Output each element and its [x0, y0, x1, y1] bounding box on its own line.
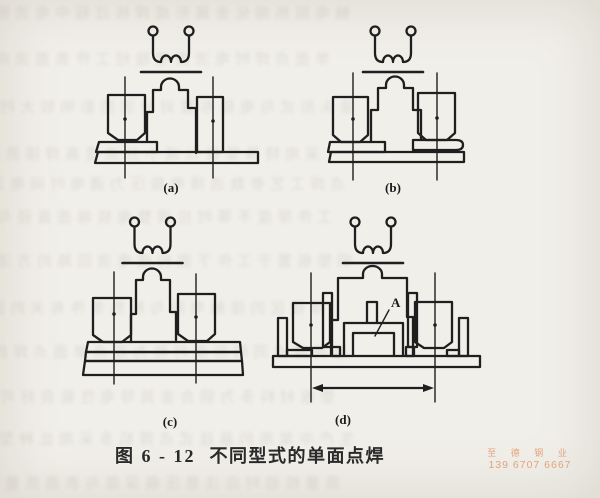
panel-label-d: (d) [335, 412, 351, 427]
watermark-company: 至 德 钢 业 [487, 448, 573, 458]
part-a-inner-box [351, 331, 396, 358]
transformer-icon [121, 216, 184, 265]
figure-title: 不同型式的单面点焊 [209, 446, 385, 466]
channel-wall-outer-right [457, 316, 470, 358]
center-mark [309, 323, 313, 327]
center-mark [194, 315, 198, 319]
center-mark [211, 119, 215, 123]
panel-b: (b) [326, 25, 466, 195]
figure-number: 图 6 - 12 [115, 446, 196, 466]
center-mark [435, 116, 439, 120]
part-a-label: A [391, 295, 401, 310]
transformer-icon [361, 25, 425, 74]
sheet-stack-middle [83, 350, 244, 363]
figure-caption: 图 6 - 12 不同型式的单面点焊 [0, 442, 500, 468]
center-mark [351, 117, 355, 121]
workpiece-cover-profile [329, 264, 415, 358]
panel-c: (c) [81, 216, 245, 429]
electrode-right [413, 300, 454, 350]
panel-label-a: (a) [163, 180, 178, 195]
electrode-left [106, 93, 147, 142]
sheet-upper-left [326, 140, 387, 154]
panel-label-b: (b) [385, 180, 401, 195]
channel-wall-outer-left [276, 316, 289, 358]
sheet-upper-right [411, 138, 465, 152]
part-a-outer-box [342, 321, 405, 358]
workpiece-cover-profile [129, 267, 178, 344]
center-mark [433, 323, 437, 327]
sheet-stack-bottom [81, 359, 245, 377]
panel-a: (a) [93, 25, 260, 195]
center-mark [112, 312, 116, 316]
sheet-lower [327, 150, 466, 164]
channel-wall-inner-right [406, 291, 419, 349]
center-mark [123, 117, 127, 121]
electrode-right [195, 95, 225, 154]
transformer-icon [341, 216, 405, 265]
channel-foot [330, 345, 342, 358]
electrode-left [291, 301, 332, 350]
sheet-stack-top [84, 340, 243, 354]
panel-d: A (d) [271, 216, 482, 427]
dimension-arrow [312, 384, 434, 392]
panel-label-c: (c) [163, 414, 177, 429]
cover-stub [365, 300, 379, 325]
sheet-lower [93, 150, 260, 165]
electrode-left [91, 296, 133, 344]
workpiece-cover-profile [369, 75, 423, 144]
watermark-phone: 139 6707 6667 [488, 459, 572, 472]
transformer-icon [139, 25, 203, 74]
leader-line [374, 309, 390, 337]
workpiece-cover-profile [145, 77, 198, 155]
electrode-left [331, 95, 370, 144]
base-plate [271, 354, 482, 369]
sheet-upper [94, 140, 159, 154]
watermark: 至 德 钢 业 139 6707 6667 [472, 448, 588, 472]
